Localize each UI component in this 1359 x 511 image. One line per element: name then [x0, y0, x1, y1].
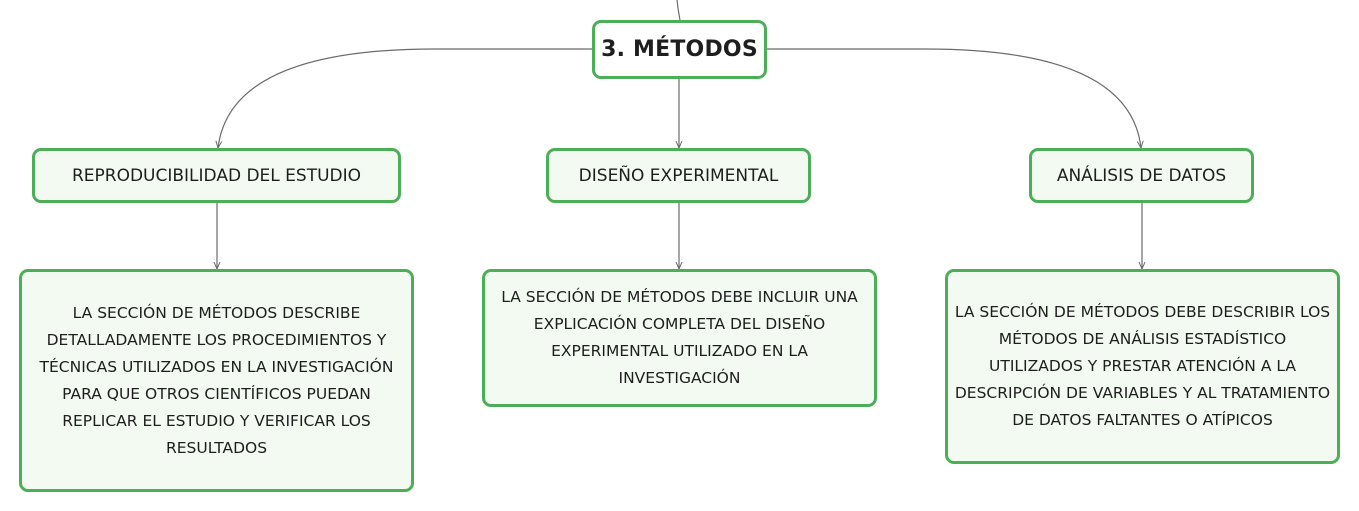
connector-parent-to-root: [676, 0, 681, 21]
detail-node-analisis-de-datos[interactable]: LA SECCIÓN DE MÉTODOS DEBE DESCRIBIR LOS…: [945, 269, 1340, 464]
root-node-metodos[interactable]: 3. MÉTODOS: [592, 20, 767, 79]
branch-node-analisis-de-datos[interactable]: ANÁLISIS DE DATOS: [1029, 148, 1254, 203]
root-node-label: 3. MÉTODOS: [601, 37, 758, 62]
branch-node-diseno-experimental[interactable]: DISEÑO EXPERIMENTAL: [546, 148, 811, 203]
detail-node-text: LA SECCIÓN DE MÉTODOS DESCRIBE DETALLADA…: [39, 303, 394, 457]
detail-node-diseno-experimental[interactable]: LA SECCIÓN DE MÉTODOS DEBE INCLUIR UNA E…: [482, 269, 877, 407]
branch-node-reproducibilidad[interactable]: REPRODUCIBILIDAD DEL ESTUDIO: [32, 148, 401, 203]
detail-node-text: LA SECCIÓN DE MÉTODOS DEBE INCLUIR UNA E…: [501, 288, 858, 387]
connector-root-to-analisis: [766, 48, 1141, 148]
connector-root-to-reproducibilidad: [218, 48, 592, 148]
branch-node-label: ANÁLISIS DE DATOS: [1056, 165, 1227, 186]
branch-node-label: DISEÑO EXPERIMENTAL: [578, 165, 779, 186]
detail-node-text: LA SECCIÓN DE MÉTODOS DEBE DESCRIBIR LOS…: [954, 303, 1331, 429]
detail-node-reproducibilidad[interactable]: LA SECCIÓN DE MÉTODOS DESCRIBE DETALLADA…: [19, 269, 414, 492]
branch-node-label: REPRODUCIBILIDAD DEL ESTUDIO: [71, 165, 362, 186]
